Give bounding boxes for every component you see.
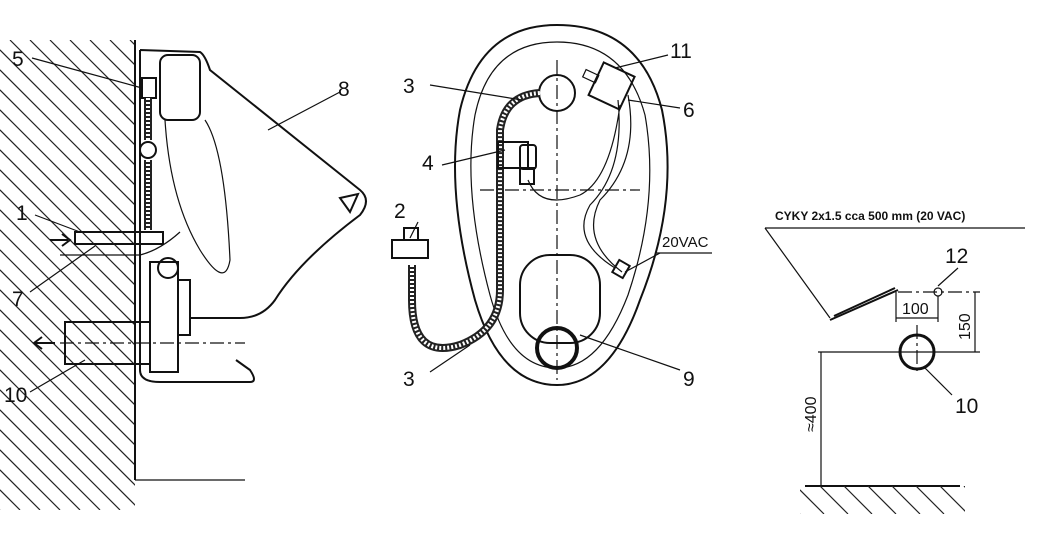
label-7: 7	[12, 288, 24, 311]
hatch-line	[843, 486, 873, 514]
label-2: 2	[394, 200, 406, 223]
supply-pipe	[74, 231, 164, 245]
angle-valve	[391, 227, 429, 259]
cable-end	[829, 287, 899, 321]
hatch-line	[0, 249, 135, 386]
label-11: 11	[670, 40, 692, 63]
dimension-100: 100	[902, 301, 929, 318]
hatch-line	[0, 389, 121, 510]
hatch-line	[891, 486, 921, 514]
urinal-body	[139, 49, 367, 383]
label-5: 5	[12, 48, 24, 71]
hatch-line	[0, 229, 135, 366]
hatch-line	[29, 40, 135, 146]
drain-flange	[149, 261, 179, 373]
cable-spec-label: CYKY 2x1.5 cca 500 mm (20 VAC)	[775, 209, 965, 223]
hatch-line	[9, 40, 135, 166]
hatch-line	[0, 169, 135, 306]
hatch-line	[0, 369, 135, 506]
hatch-line	[0, 209, 135, 346]
installation-view: CYKY 2x1.5 cca 500 mm (20 VAC) 12 100 15…	[764, 209, 1025, 514]
label-8: 8	[338, 78, 350, 101]
sensor-module	[581, 61, 636, 111]
voltage-label: 20VAC	[662, 234, 709, 251]
urinal-outline	[454, 23, 669, 387]
wall-hatching	[0, 40, 135, 510]
label-9: 9	[683, 368, 695, 391]
side-view: 5 8 1 7 10	[0, 40, 367, 510]
hatch-line	[0, 69, 135, 206]
flush-connector	[141, 77, 157, 99]
solenoid-valve	[497, 141, 537, 185]
label-6: 6	[683, 99, 695, 122]
label-3-top: 3	[403, 75, 415, 98]
label-3-bottom: 3	[403, 368, 415, 391]
hatch-line	[0, 129, 135, 266]
label-10: 10	[4, 384, 27, 407]
dimension-150: 150	[957, 313, 974, 340]
hatch-line	[819, 486, 849, 514]
label-10-right: 10	[955, 395, 978, 418]
wiring	[527, 94, 632, 273]
sensor-housing	[159, 54, 201, 121]
outflow-arrow	[32, 336, 55, 350]
back-view: 3 11 6 4 2 20VAC 3 9	[391, 23, 712, 391]
hatch-line	[0, 149, 135, 286]
hatch-line	[0, 89, 135, 226]
dimension-400: ≈400	[803, 396, 820, 432]
urinal-inner	[164, 119, 231, 274]
hatch-line	[800, 489, 825, 514]
drain-area	[519, 254, 601, 344]
hatch-line	[963, 486, 965, 488]
hatch-line	[0, 269, 135, 406]
label-12: 12	[945, 245, 968, 268]
cable	[60, 231, 181, 256]
hatch-line	[49, 40, 135, 126]
hatch-line	[915, 486, 945, 514]
hatch-line	[0, 349, 135, 486]
label-1: 1	[16, 202, 28, 225]
hatch-line	[0, 109, 135, 246]
hatch-line	[0, 309, 135, 446]
inflow-arrow	[50, 233, 72, 247]
hatch-line	[0, 189, 135, 326]
floor-hatching	[800, 486, 965, 514]
urinal-lip	[338, 192, 360, 215]
label-4: 4	[422, 152, 434, 175]
hatch-line	[800, 513, 801, 514]
hatch-line	[939, 486, 965, 512]
shutoff-valve	[139, 141, 157, 159]
hatch-line	[0, 49, 135, 186]
hatch-line	[0, 429, 81, 510]
hatch-line	[0, 409, 101, 510]
hatch-line	[0, 329, 135, 466]
hatch-line	[867, 486, 897, 514]
